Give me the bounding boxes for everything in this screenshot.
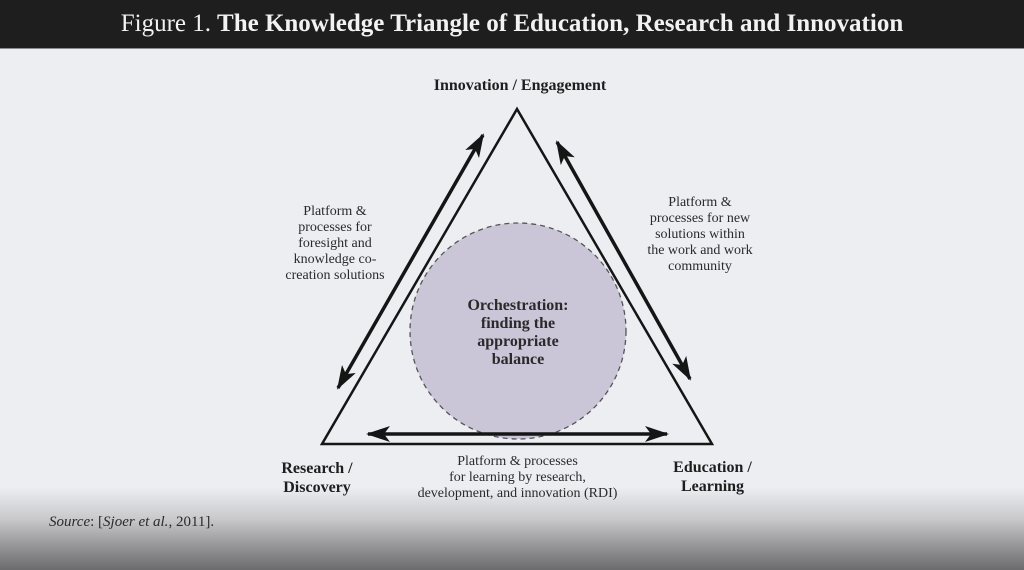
- left-edge-label: Platform & processes for foresight and k…: [250, 204, 420, 284]
- left-edge-line: Platform &: [303, 204, 367, 219]
- bottom-edge-line: for learning by research,: [449, 470, 586, 485]
- left-edge-line: processes for: [298, 220, 372, 235]
- right-edge-line: processes for new: [649, 211, 751, 226]
- right-edge-line: the work and work: [647, 243, 753, 258]
- source-year: , 2011].: [168, 514, 215, 530]
- left-edge-line: creation solutions: [285, 268, 385, 283]
- center-line: appropriate: [477, 333, 559, 350]
- right-double-arrow: [555, 140, 692, 381]
- figure-title-bar: Figure 1. The Knowledge Triangle of Educ…: [0, 0, 1024, 47]
- vertex-bl-line2: Discovery: [283, 479, 351, 496]
- vertex-research-discovery: Research / Discovery: [252, 459, 382, 497]
- diagram-panel: Innovation / Engagement Research / Disco…: [0, 48, 1024, 570]
- vertex-bl-line1: Research /: [281, 460, 353, 477]
- center-line: Orchestration:: [467, 297, 569, 314]
- vertex-innovation-engagement: Innovation / Engagement: [380, 76, 660, 95]
- bottom-edge-line: Platform & processes: [457, 454, 578, 469]
- right-edge-line: community: [668, 259, 732, 274]
- vertex-br-line2: Learning: [680, 478, 745, 495]
- left-double-arrow: [336, 133, 485, 390]
- source-label: Source: [49, 514, 91, 530]
- source-citation: Source: [Sjoer et al., 2011].: [49, 514, 214, 531]
- source-authors: Sjoer et al.: [103, 514, 169, 530]
- vertex-education-learning: Education / Learning: [650, 458, 775, 496]
- knowledge-triangle-diagram: [319, 106, 715, 446]
- right-edge-label: Platform & processes for new solutions w…: [615, 195, 785, 275]
- figure-number: Figure 1.: [120, 9, 212, 37]
- source-separator: : [: [90, 514, 104, 530]
- left-edge-line: foresight and: [298, 236, 372, 251]
- center-line: finding the: [480, 315, 556, 332]
- right-edge-line: Platform &: [668, 195, 732, 210]
- figure-title: The Knowledge Triangle of Education, Res…: [217, 9, 904, 37]
- orchestration-label: Orchestration: finding the appropriate b…: [438, 297, 598, 369]
- center-line: balance: [491, 351, 545, 368]
- bottom-edge-line: development, and innovation (RDI): [417, 486, 618, 501]
- vertex-top-label: Innovation / Engagement: [433, 77, 607, 94]
- right-edge-line: solutions within: [655, 227, 745, 242]
- vertex-br-line1: Education /: [673, 459, 752, 476]
- left-edge-line: knowledge co-: [293, 252, 377, 267]
- bottom-edge-label: Platform & processes for learning by res…: [380, 454, 655, 502]
